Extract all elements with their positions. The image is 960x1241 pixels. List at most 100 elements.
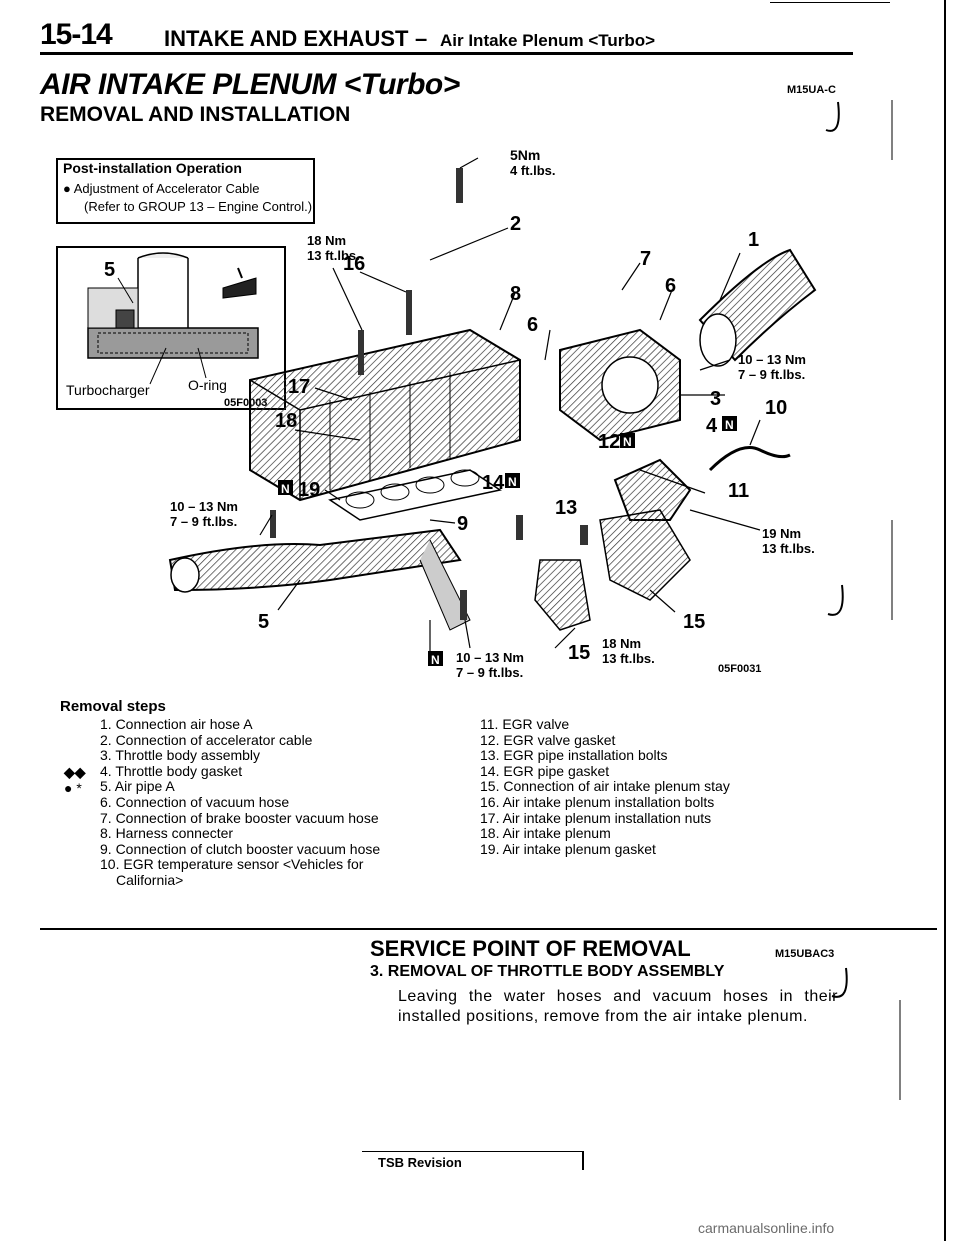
subsection-title: Air Intake Plenum <Turbo> — [440, 31, 656, 50]
torque-13ftlbs-right: 13 ft.lbs. — [762, 541, 815, 556]
callout-12: 12 — [598, 431, 620, 453]
post-installation-box — [56, 158, 315, 224]
removal-step: 10. EGR temperature sensor <Vehicles for — [100, 856, 364, 873]
callout-8: 8 — [510, 283, 521, 305]
callout-9: 9 — [457, 513, 468, 535]
badge-n-12: N — [623, 435, 632, 449]
egr-temperature-sensor — [708, 446, 791, 472]
torque-13ftlbs-bottom: 13 ft.lbs. — [602, 651, 655, 666]
tsb-revision-label: TSB Revision — [378, 1155, 462, 1170]
page-edge-rule — [944, 0, 946, 1241]
service-point-mark: ◆◆ — [64, 764, 86, 780]
callout-6a: 6 — [527, 314, 538, 336]
torque-1013-left: 10 – 13 Nm — [170, 499, 238, 514]
callout-11: 11 — [728, 480, 749, 502]
watermark: carmanualsonline.info — [698, 1220, 835, 1236]
removal-step: 19. Air intake plenum gasket — [480, 840, 656, 857]
callout-4: 4 — [706, 415, 718, 437]
badge-n-bottom: N — [431, 653, 440, 667]
callout-18: 18 — [275, 410, 297, 432]
turbocharger-label: Turbocharger — [66, 382, 150, 398]
torque-79-bottom: 7 – 9 ft.lbs. — [456, 665, 523, 680]
removal-steps-title: Removal steps — [60, 698, 166, 715]
diagram-figure-code: 05F0031 — [718, 663, 761, 675]
plenum-exploded-diagram: 5Nm 4 ft.lbs. 18 Nm 13 ft.lbs. 10 – 13 N… — [168, 147, 817, 680]
callout-15b: 15 — [683, 611, 705, 633]
turbo-inset-box — [56, 246, 286, 410]
oring-label: O-ring — [188, 377, 227, 393]
callout-3: 3 — [710, 388, 721, 410]
post-installation-title: Post-installation Operation — [63, 160, 242, 176]
header-rule — [40, 52, 853, 55]
removal-step: 16. Air intake plenum installation bolts — [480, 793, 715, 810]
page-title: AIR INTAKE PLENUM <Turbo> — [40, 68, 460, 101]
service-point-code: M15UBAC3 — [775, 948, 835, 960]
removal-step: 9. Connection of clutch booster vacuum h… — [100, 840, 381, 857]
removal-step: 4. Throttle body gasket — [100, 762, 243, 779]
callout-17: 17 — [288, 376, 310, 398]
plenum-stays — [534, 509, 691, 631]
removal-step: 14. EGR pipe gasket — [480, 762, 610, 779]
callout-6b: 6 — [665, 275, 676, 297]
removal-step: 13. EGR pipe installation bolts — [480, 747, 668, 764]
title-code: M15UA-C — [787, 84, 836, 96]
torque-18nm-bottom: 18 Nm — [602, 636, 641, 651]
removal-step: 6. Connection of vacuum hose — [100, 793, 290, 810]
torque-79-left: 7 – 9 ft.lbs. — [170, 514, 237, 529]
callout-10: 10 — [765, 397, 787, 419]
binder-marks — [825, 100, 901, 1100]
bolts — [270, 168, 588, 620]
post-installation-item: ● Adjustment of Accelerator Cable — [63, 181, 260, 196]
removal-step: 7. Connection of brake booster vacuum ho… — [100, 809, 379, 826]
leader-lines — [259, 157, 761, 660]
page-number: 15-14 — [40, 18, 113, 51]
callout-5: 5 — [258, 611, 269, 633]
torque-1013-bottom: 10 – 13 Nm — [456, 650, 524, 665]
removal-steps-right: 11. EGR valve 12. EGR valve gasket 13. E… — [480, 716, 730, 857]
inset-figure-code: 05F0003 — [224, 397, 267, 408]
removal-steps-left: 1. Connection air hose A 2. Connection o… — [100, 716, 381, 889]
section-divider — [40, 928, 937, 930]
service-point-step: 3. REMOVAL OF THROTTLE BODY ASSEMBLY — [370, 963, 725, 980]
callout-7: 7 — [640, 248, 651, 270]
top-rule — [770, 2, 890, 3]
torque-19nm: 19 Nm — [762, 526, 801, 541]
badge-n-4: N — [725, 418, 734, 432]
page-subtitle: REMOVAL AND INSTALLATION — [40, 103, 351, 126]
air-intake-plenum — [249, 328, 521, 502]
removal-step: 1. Connection air hose A — [100, 716, 253, 732]
plenum-gasket — [328, 469, 502, 521]
torque-5nm: 5Nm — [510, 147, 540, 163]
callout-2: 2 — [510, 213, 521, 235]
egr-valve — [613, 458, 692, 521]
service-point-title: SERVICE POINT OF REMOVAL — [370, 936, 691, 961]
installation-mark: ● * — [64, 780, 82, 796]
badge-n-19: N — [281, 482, 290, 496]
callout-13: 13 — [555, 497, 577, 519]
badge-n-14: N — [508, 475, 517, 489]
section-title: INTAKE AND EXHAUST — [164, 26, 409, 51]
callout-15a: 15 — [568, 642, 590, 664]
torque-18nm-top: 18 Nm — [307, 233, 346, 248]
torque-4ftlbs: 4 ft.lbs. — [510, 163, 556, 178]
post-installation-reference: (Refer to GROUP 13 – Engine Control.) — [84, 199, 313, 214]
turbo-inset-drawing: 5 Turbocharger O-ring 05F0003 — [66, 252, 267, 408]
air-hose-a — [698, 248, 817, 367]
tsb-box — [362, 1151, 584, 1170]
removal-step: 3. Throttle body assembly — [100, 747, 261, 764]
callout-19: 19 — [298, 479, 320, 501]
torque-1013-right: 10 – 13 Nm — [738, 352, 806, 367]
removal-step: 18. Air intake plenum — [480, 825, 611, 842]
throttle-body — [559, 328, 681, 442]
removal-step: 17. Air intake plenum installation nuts — [480, 809, 712, 826]
removal-step: 2. Connection of accelerator cable — [100, 731, 313, 748]
callout-16: 16 — [343, 253, 365, 275]
removal-step: 8. Harness connecter — [100, 825, 234, 842]
new-part-badges: N N N N N — [278, 416, 737, 667]
removal-step: 5. Air pipe A — [100, 778, 175, 795]
removal-step-continued: California> — [116, 871, 184, 888]
callout-14: 14 — [482, 472, 505, 494]
torque-79-right: 7 – 9 ft.lbs. — [738, 367, 805, 382]
removal-step: 15. Connection of air intake plenum stay — [480, 778, 730, 795]
torque-13ftlbs-top: 13 ft.lbs. — [307, 248, 360, 263]
